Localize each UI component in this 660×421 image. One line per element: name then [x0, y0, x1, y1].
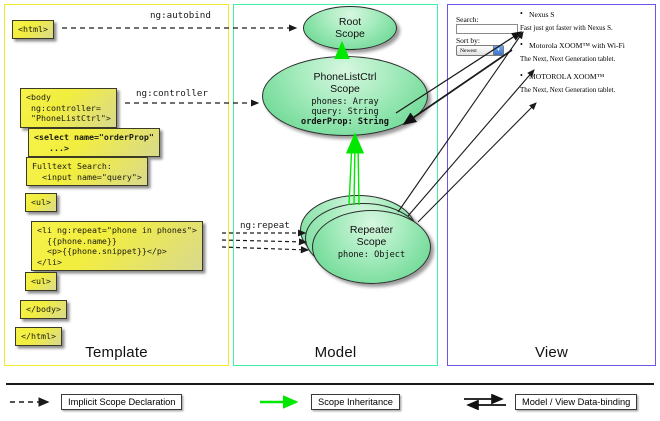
legend-item-model-view-data-binding: Model / View Data-binding	[462, 394, 638, 410]
code-box-body-open: <body ng:controller= "PhoneListCtrl">	[20, 88, 117, 128]
column-label-model: Model	[314, 344, 357, 361]
phone-snippet: The Next, Next Generation tablet.	[520, 55, 616, 63]
code-box-fulltext-search: Fulltext Search: <input name="query">	[26, 157, 148, 187]
legend-label: Scope Inheritance	[311, 394, 400, 410]
column-label-view: View	[534, 344, 569, 361]
phonelistctrl-scope-node: PhoneListCtrl Scope phones: Array query:…	[262, 56, 428, 136]
sort-by-selected-value: Newest	[460, 47, 477, 54]
root-scope-title-line1: Root	[338, 16, 362, 28]
edge-label-ng-controller: ng:controller	[136, 88, 208, 99]
repeater-scope-node: Repeater Scope phone: Object	[312, 210, 431, 284]
code-box-html-close: </html>	[15, 327, 62, 346]
phonelist-scope-title-line2: Scope	[330, 83, 360, 95]
scope-property: phones: Array	[311, 97, 379, 107]
legend-item-scope-inheritance: Scope Inheritance	[258, 394, 400, 410]
phone-list: Nexus S Fast just got faster with Nexus …	[520, 9, 652, 103]
sort-by-select[interactable]: Newest ▾	[456, 45, 504, 56]
code-box-html-open: <html>	[12, 20, 54, 39]
search-field-label: Search:	[456, 15, 479, 24]
sort-by-label: Sort by:	[456, 36, 480, 45]
green-arrow-icon	[260, 395, 299, 409]
phone-name: Nexus S	[520, 9, 652, 19]
phone-snippet: Fast just got faster with Nexus S.	[520, 24, 613, 32]
phone-name: MOTOROLA XOOM™	[520, 71, 652, 81]
edge-label-ng-repeat: ng:repeat	[240, 220, 290, 231]
column-label-template: Template	[85, 344, 148, 361]
code-box-ul-close: <ul>	[25, 272, 57, 291]
phonelist-scope-properties: phones: Array query: String orderProp: S…	[263, 97, 427, 127]
edge-label-ng-autobind: ng:autobind	[150, 10, 211, 21]
search-input[interactable]	[456, 24, 518, 34]
legend-item-implicit-scope-declaration: Implicit Scope Declaration	[8, 394, 183, 410]
phone-snippet: The Next, Next Generation tablet.	[520, 86, 616, 94]
dashed-arrow-icon	[10, 397, 50, 407]
scope-property: phone: Object	[337, 250, 406, 260]
list-item: Nexus S Fast just got faster with Nexus …	[520, 9, 652, 32]
repeater-scope-title-line2: Scope	[356, 236, 387, 248]
legend-label: Model / View Data-binding	[515, 394, 638, 410]
legend-label: Implicit Scope Declaration	[61, 394, 183, 410]
list-item: MOTOROLA XOOM™ The Next, Next Generation…	[520, 71, 652, 94]
root-scope-title-line2: Scope	[335, 28, 365, 40]
double-arrow-icon	[464, 394, 506, 410]
repeater-scope-properties: phone: Object	[313, 250, 430, 260]
repeater-scope-title-line1: Repeater	[349, 224, 394, 236]
code-box-select: <select name="orderProp" ...>	[28, 128, 160, 158]
scope-property: query: String	[311, 107, 379, 117]
code-box-body-close: </body>	[20, 300, 67, 319]
code-box-li-repeat: <li ng:repeat="phone in phones"> {{phone…	[31, 221, 203, 272]
code-box-ul-open: <ul>	[25, 193, 57, 212]
phone-name: Motorola XOOM™ with Wi-Fi	[520, 40, 652, 50]
scope-property: orderProp: String	[301, 117, 389, 127]
root-scope-node: Root Scope	[303, 6, 397, 50]
legend-divider	[6, 383, 654, 385]
phonelist-scope-title-line1: PhoneListCtrl	[313, 71, 377, 83]
chevron-down-icon: ▾	[493, 46, 503, 55]
list-item: Motorola XOOM™ with Wi-Fi The Next, Next…	[520, 40, 652, 63]
